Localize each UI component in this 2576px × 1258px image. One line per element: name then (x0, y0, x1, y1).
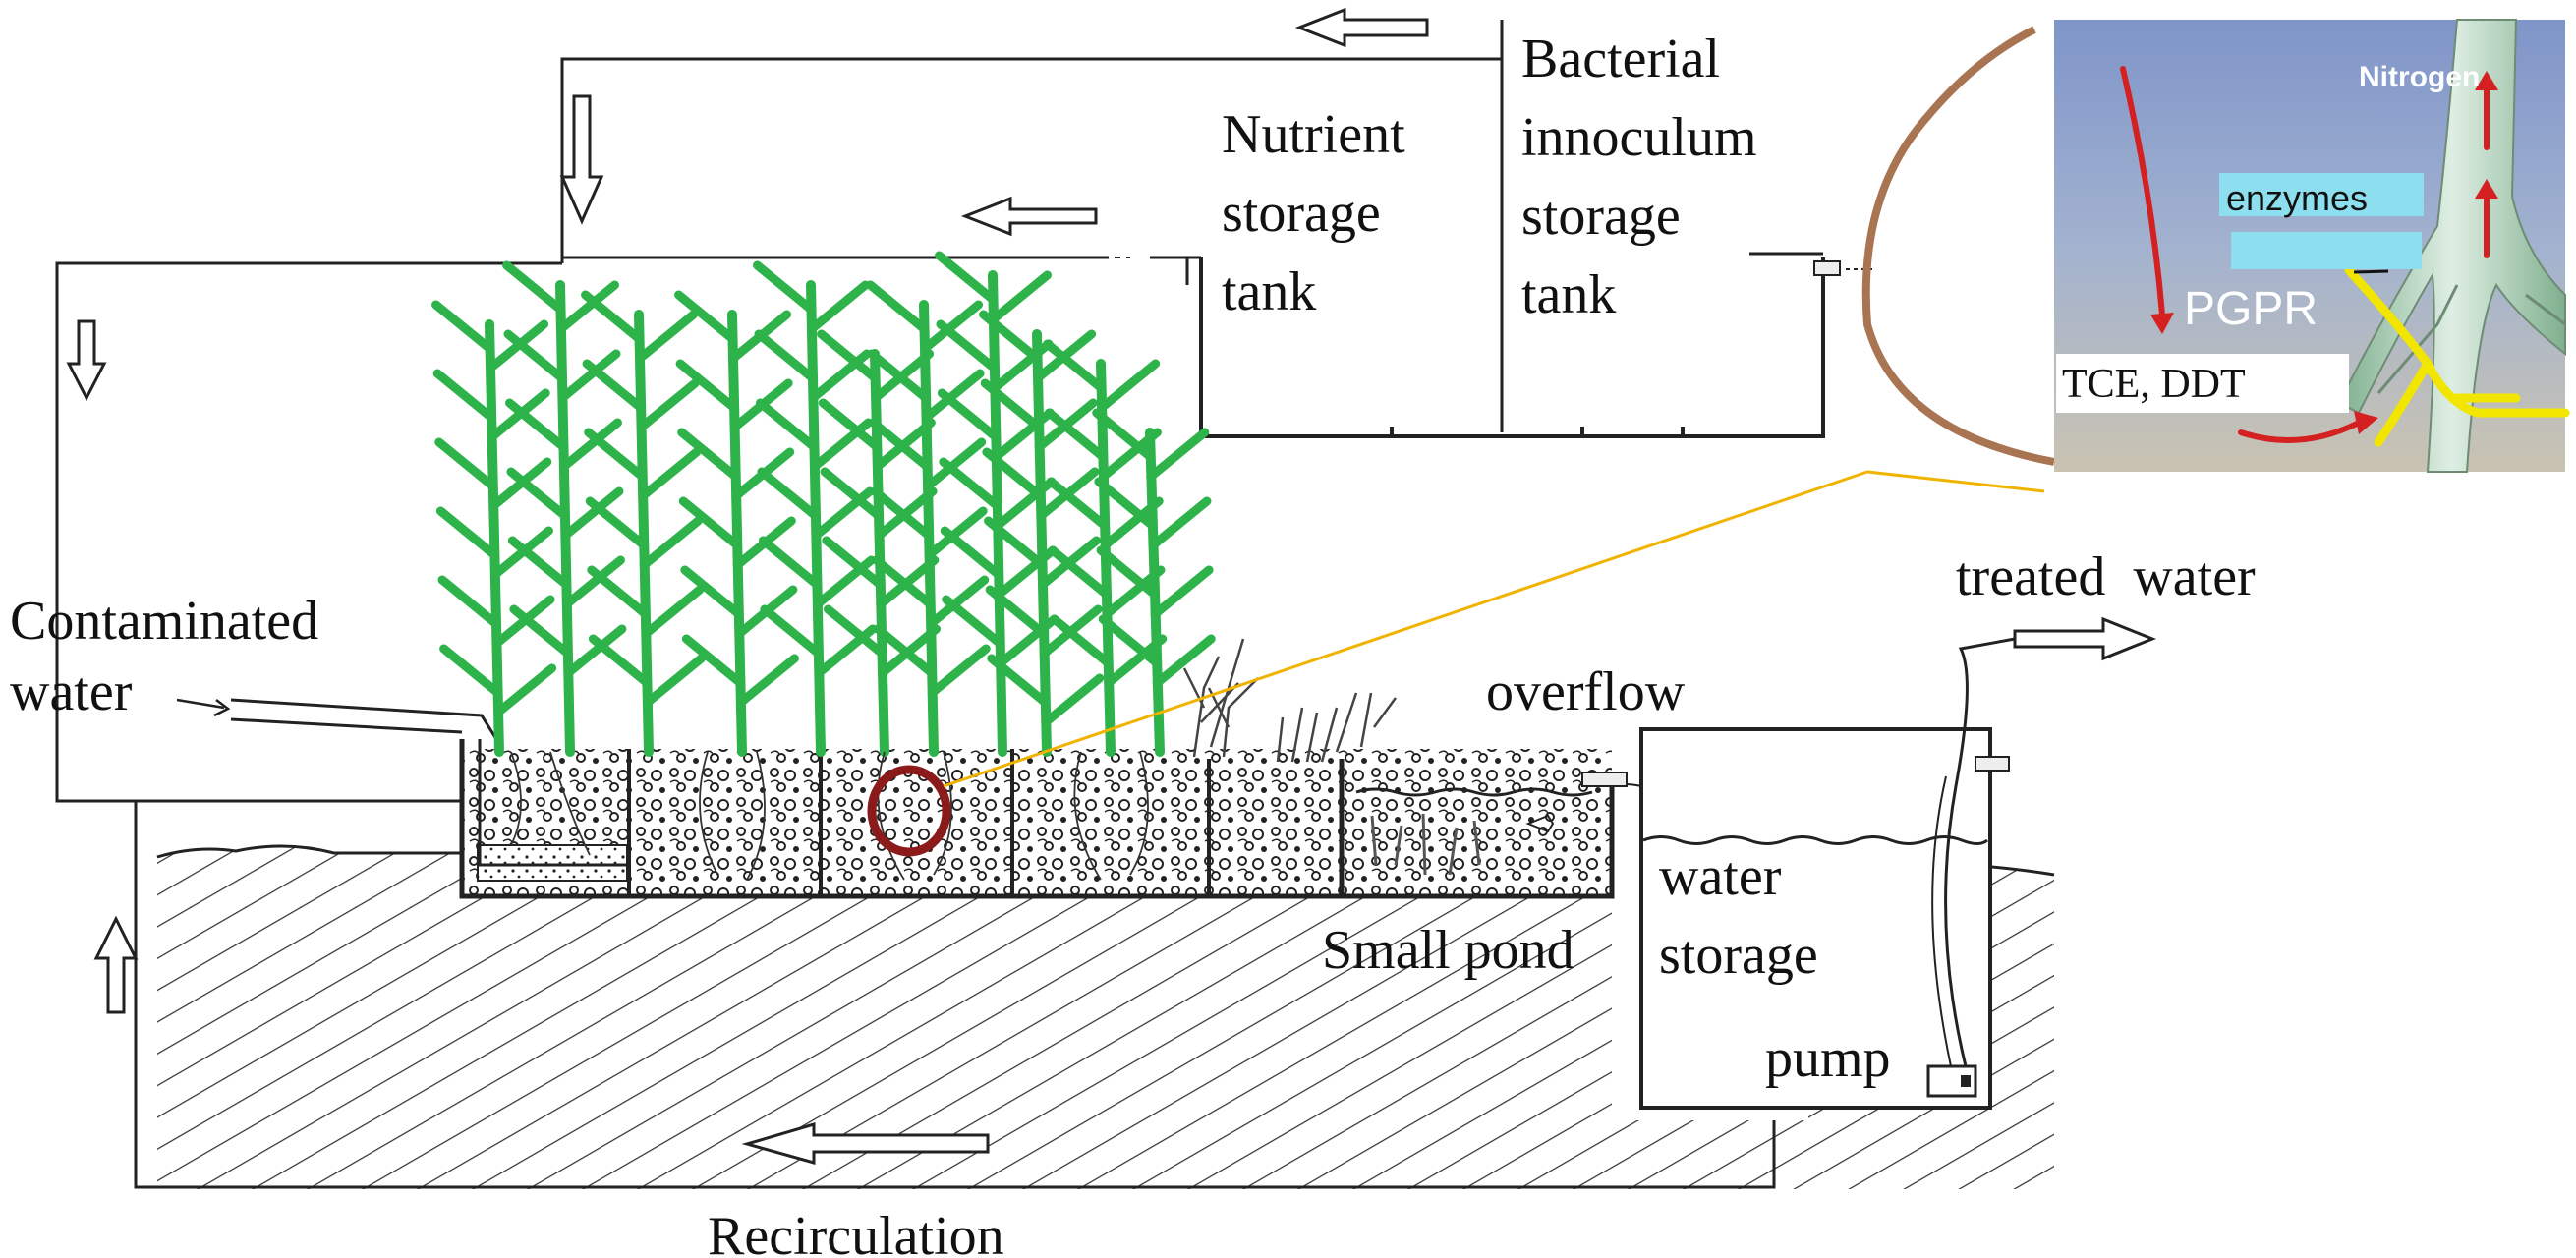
inset-nitrogen-label: Nitrogen (2359, 61, 2480, 93)
labels: Contaminated water Nutrient storage tank… (10, 29, 2256, 1258)
plant (431, 300, 557, 757)
plant (1092, 408, 1216, 757)
label-innoculum: innoculum (1521, 107, 1757, 168)
label-water-storage-1: water (1659, 846, 1782, 907)
label-bacterial-storage: storage (1521, 186, 1681, 247)
inset-panel: Nitrogen enzymes PGPR TCE, DDT (2054, 19, 2570, 473)
inset-enzymes-label: enzymes (2226, 178, 2368, 218)
plant (753, 260, 878, 757)
plants (431, 251, 1216, 757)
plant (502, 260, 627, 757)
label-nutrient-tank: tank (1222, 261, 1316, 322)
small-pond (1355, 772, 1677, 876)
roots (510, 751, 1149, 881)
label-bacterial: Bacterial (1521, 29, 1720, 89)
label-recirculation: Recirculation (708, 1206, 1004, 1258)
plant (866, 280, 991, 757)
storage-tanks (1091, 252, 1872, 438)
label-pump: pump (1765, 1028, 1891, 1089)
plant (581, 290, 706, 757)
label-nutrient-storage: storage (1222, 183, 1381, 244)
inset-pgpr-label: PGPR (2184, 283, 2318, 335)
label-contaminated: Contaminated (10, 591, 318, 652)
flow-arrows (66, 7, 2157, 1165)
inset-pollutants-label: TCE, DDT (2062, 362, 2246, 407)
zoom-indicator (867, 26, 2055, 857)
plant (1043, 339, 1168, 757)
label-small-pond: Small pond (1322, 920, 1574, 981)
reeds (1182, 638, 1398, 763)
recirculation-pipe (55, 20, 1776, 1189)
label-nutrient: Nutrient (1222, 104, 1405, 165)
label-overflow: overflow (1486, 661, 1686, 722)
label-water: water (10, 661, 133, 722)
plant (979, 310, 1105, 757)
label-bacterial-tank: tank (1521, 264, 1616, 325)
water-storage-tank (1639, 637, 2016, 1110)
treatment-bed (176, 698, 1615, 899)
label-treated-water: treated water (1956, 546, 2256, 607)
label-water-storage-2: storage (1659, 925, 1818, 986)
